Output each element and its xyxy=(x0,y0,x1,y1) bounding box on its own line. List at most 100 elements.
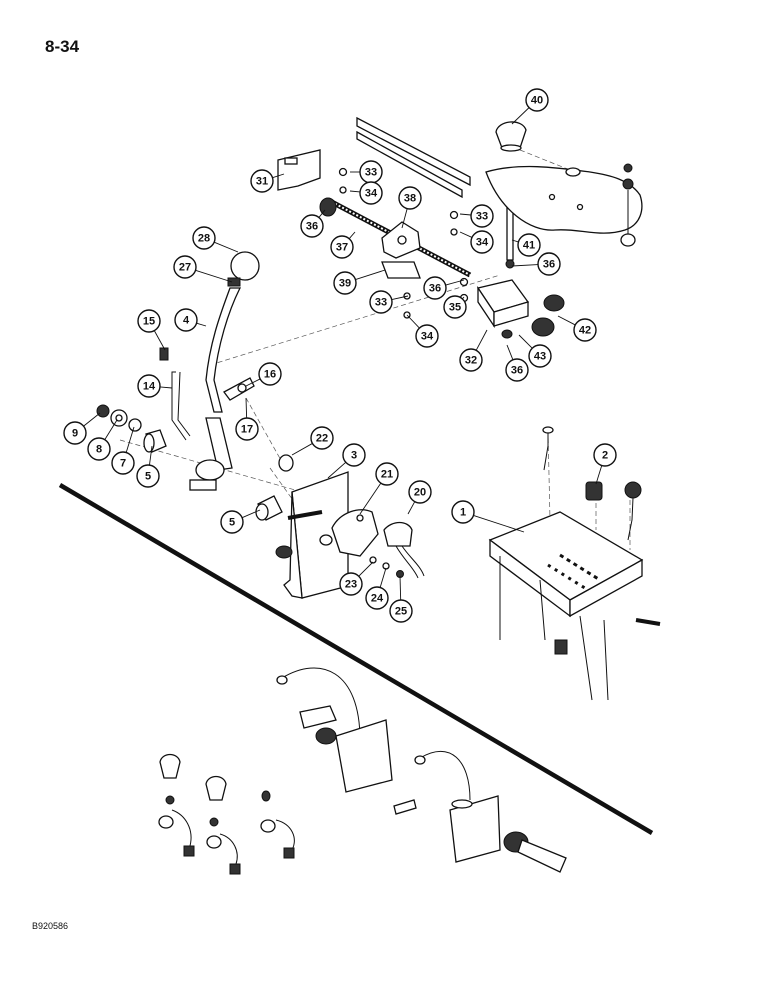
callout-label: 21 xyxy=(381,469,393,481)
lower-cable-assembly-2 xyxy=(414,750,567,873)
figure-code: B920586 xyxy=(32,921,69,931)
callout-label: 33 xyxy=(375,297,387,309)
bracket-32 xyxy=(476,279,530,339)
leader-line xyxy=(506,344,514,360)
leader-line xyxy=(291,443,313,456)
callout-label: 20 xyxy=(414,487,426,499)
leader-line xyxy=(518,334,533,349)
callout-label: 5 xyxy=(229,517,235,529)
knob-40 xyxy=(495,121,527,152)
section-divider xyxy=(58,483,654,835)
callout-label: 43 xyxy=(534,351,546,363)
leader-line xyxy=(407,501,416,515)
callout-label: 33 xyxy=(476,211,488,223)
clip-15 xyxy=(159,347,169,361)
linkage-strip xyxy=(356,116,471,199)
callout-label: 23 xyxy=(345,579,357,591)
callout-circle xyxy=(300,214,324,238)
callout-16: 16 xyxy=(245,362,282,387)
leader-line xyxy=(473,514,525,533)
cover-plate xyxy=(485,165,643,234)
callout-28: 28 xyxy=(192,226,239,253)
gear-42 xyxy=(531,294,565,337)
leader-line xyxy=(83,412,101,427)
leader-line xyxy=(391,295,409,301)
leader-line xyxy=(511,264,539,267)
callout-label: 1 xyxy=(460,507,466,519)
callout-circle xyxy=(423,276,447,300)
callout-circle xyxy=(593,443,617,467)
callout-label: 31 xyxy=(256,176,268,188)
leader-line xyxy=(241,509,261,519)
leader-line xyxy=(104,419,118,440)
callout-circle xyxy=(408,480,432,504)
callout-label: 24 xyxy=(371,593,384,605)
callout-34: 34 xyxy=(349,181,383,205)
leader-line xyxy=(511,239,519,243)
callout-22: 22 xyxy=(291,426,334,456)
leader-line xyxy=(348,231,356,239)
leader-line xyxy=(401,208,408,229)
callout-label: 41 xyxy=(523,240,535,252)
callout-label: 36 xyxy=(543,259,555,271)
callout-36: 36 xyxy=(511,252,561,276)
callout-circle xyxy=(258,362,282,386)
callout-circle xyxy=(573,318,597,342)
callout-circle xyxy=(173,255,197,279)
callout-label: 7 xyxy=(120,458,126,470)
callout-circle xyxy=(174,308,198,332)
callout-label: 36 xyxy=(306,221,318,233)
callout-21: 21 xyxy=(359,462,399,515)
lower-cable-assembly xyxy=(276,667,417,815)
callout-3: 3 xyxy=(327,443,366,479)
callout-circle xyxy=(470,204,494,228)
callout-36: 36 xyxy=(300,209,326,238)
leader-line xyxy=(445,279,465,286)
callout-circle xyxy=(342,443,366,467)
leader-line xyxy=(272,173,285,179)
leader-line xyxy=(318,209,326,218)
nut-27 xyxy=(227,277,241,287)
cam-21 xyxy=(331,509,379,557)
leader-line xyxy=(245,397,248,419)
callout-label: 4 xyxy=(183,315,190,327)
switch-2 xyxy=(542,426,642,655)
top-right-hardware xyxy=(620,163,636,247)
leader-line xyxy=(355,269,386,281)
leader-line xyxy=(349,190,361,193)
callout-5: 5 xyxy=(136,445,160,488)
leader-line xyxy=(595,465,603,485)
callout-34: 34 xyxy=(459,230,494,254)
lower-knobs xyxy=(158,753,295,875)
plate-3 xyxy=(275,471,349,599)
leader-line xyxy=(327,461,347,479)
callout-label: 15 xyxy=(143,316,155,328)
callout-circle xyxy=(333,271,357,295)
callout-circle xyxy=(451,500,475,524)
callout-circle xyxy=(111,451,135,475)
leader-line xyxy=(358,561,374,577)
rod-14 xyxy=(171,371,191,441)
callout-circle xyxy=(375,462,399,486)
callout-label: 34 xyxy=(365,188,378,200)
leader-line xyxy=(159,386,173,389)
callout-circle xyxy=(459,348,483,372)
leader-line xyxy=(149,445,153,466)
callout-circle xyxy=(443,295,467,319)
hardware-23-24-25 xyxy=(369,556,404,578)
callout-8: 8 xyxy=(87,419,118,461)
leader-line xyxy=(214,241,239,253)
callout-label: 39 xyxy=(339,278,351,290)
callout-23: 23 xyxy=(339,561,374,596)
knob-28 xyxy=(230,251,260,281)
leader-line xyxy=(245,378,261,387)
callout-label: 8 xyxy=(96,444,102,456)
callout-label: 38 xyxy=(404,193,416,205)
callout-circle xyxy=(137,309,161,333)
callout-label: 2 xyxy=(602,450,608,462)
callout-circle xyxy=(250,169,274,193)
leader-line xyxy=(125,426,135,453)
callout-circle xyxy=(528,344,552,368)
callout-label: 28 xyxy=(198,233,210,245)
